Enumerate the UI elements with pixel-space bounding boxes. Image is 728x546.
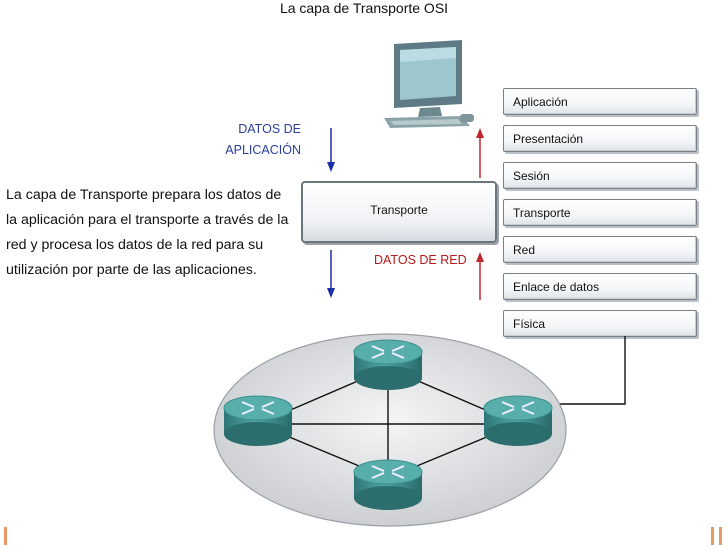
physical-connection-line xyxy=(551,336,626,416)
osi-layer-physical: Física xyxy=(503,310,697,337)
right-edge-mark xyxy=(711,527,714,545)
osi-layer-presentation: Presentación xyxy=(503,125,697,152)
osi-layer-label: Física xyxy=(513,317,546,331)
network-cloud xyxy=(213,333,567,527)
router-icon xyxy=(353,459,423,510)
osi-layer-transport: Transporte xyxy=(503,199,697,226)
osi-layer-network: Red xyxy=(503,236,697,263)
transport-layer-box: Transporte xyxy=(301,181,497,243)
router-icon xyxy=(223,395,293,446)
osi-layer-label: Aplicación xyxy=(513,95,568,109)
diagram-title: La capa de Transporte OSI xyxy=(279,0,449,16)
up-arrow-bottom xyxy=(476,252,484,300)
osi-layer-label: Presentación xyxy=(513,132,584,146)
description-text: La capa de Transporte prepara los datos … xyxy=(6,187,289,278)
app-data-label-2: APLICACIÓN xyxy=(225,143,301,157)
osi-layer-label: Transporte xyxy=(513,206,571,220)
osi-layer-label: Sesión xyxy=(513,169,550,183)
app-data-label-1: DATOS DE xyxy=(238,122,301,136)
transport-box-label: Transporte xyxy=(370,203,428,217)
down-arrow-top xyxy=(327,128,335,172)
right-edge-mark xyxy=(719,527,722,545)
left-edge-mark xyxy=(4,527,7,545)
osi-layer-label: Enlace de datos xyxy=(513,280,600,294)
up-arrow-top xyxy=(476,128,484,178)
osi-layer-label: Red xyxy=(513,243,536,257)
osi-layer-data-link: Enlace de datos xyxy=(503,273,697,300)
router-icon xyxy=(353,339,423,390)
osi-layer-session: Sesión xyxy=(503,162,697,189)
router-icon xyxy=(483,395,553,446)
down-arrow-bottom xyxy=(327,250,335,298)
network-data-label: DATOS DE RED xyxy=(374,253,467,267)
osi-layer-application: Aplicación xyxy=(503,88,697,115)
computer-icon xyxy=(384,40,474,128)
